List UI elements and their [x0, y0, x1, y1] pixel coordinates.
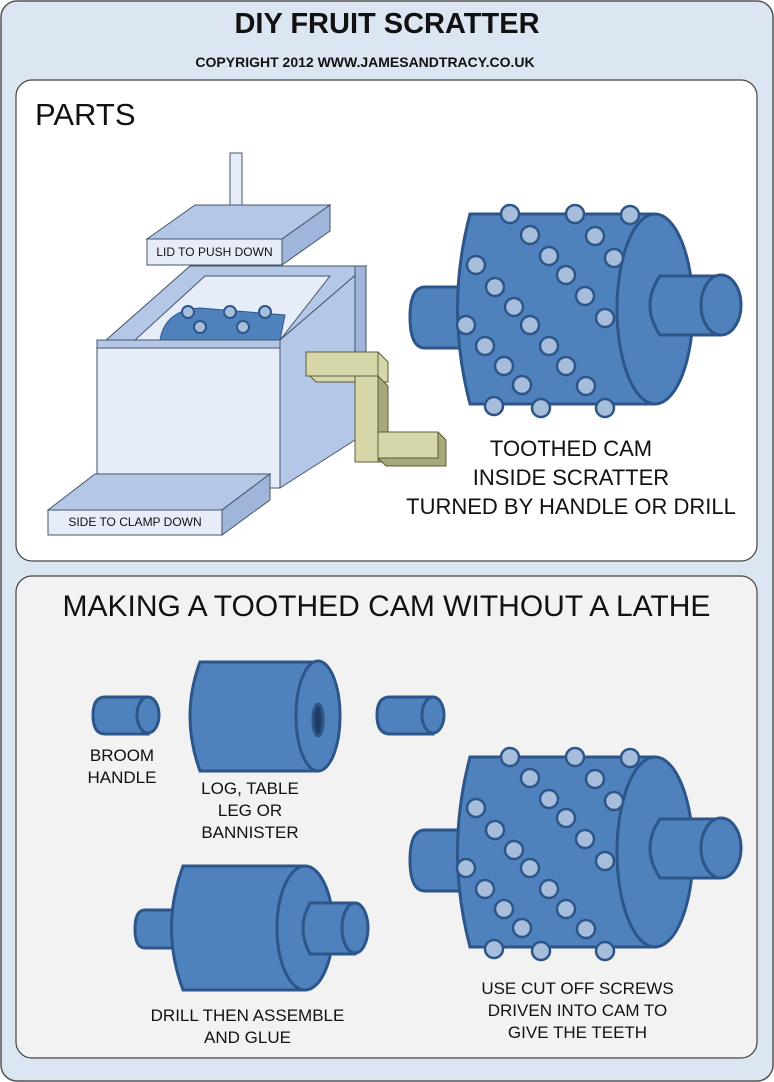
cam-caption-line: INSIDE SCRATTER [472, 465, 670, 490]
crank-handle-illustration [305, 351, 447, 467]
broom-label: BROOM HANDLE [72, 745, 172, 789]
screws-label: USE CUT OFF SCREWS DRIVEN INTO CAM TO GI… [460, 978, 695, 1044]
cam-caption-line: TURNED BY HANDLE OR DRILL [406, 494, 736, 519]
parts-heading: PARTS [35, 97, 136, 132]
cam-caption-line: TOOTHED CAM [489, 436, 653, 461]
assemble-label: DRILL THEN ASSEMBLE AND GLUE [130, 1005, 365, 1049]
log-label: LOG, TABLE LEG OR BANNISTER [190, 778, 310, 844]
label-line: HANDLE [87, 768, 157, 787]
copyright: COPYRIGHT 2012 WWW.JAMESANDTRACY.CO.UK [195, 54, 535, 70]
cam-caption: TOOTHED CAM INSIDE SCRATTER TURNED BY HA… [390, 434, 752, 521]
lid-label: LID TO PUSH DOWN [156, 245, 273, 259]
page-title: DIY FRUIT SCRATTER [234, 8, 540, 40]
label-line: GIVE THE TEETH [507, 1023, 648, 1042]
label-line: USE CUT OFF SCREWS [481, 979, 674, 998]
label-line: DRILL THEN ASSEMBLE [150, 1006, 345, 1025]
scratter-box-illustration [46, 152, 368, 536]
label-line: DRIVEN INTO CAM TO [487, 1001, 668, 1020]
making-heading: MAKING A TOOTHED CAM WITHOUT A LATHE [62, 590, 711, 623]
label-line: LEG OR [217, 801, 283, 820]
label-line: LOG, TABLE [201, 779, 299, 798]
label-line: AND GLUE [204, 1028, 291, 1047]
label-line: BROOM [89, 746, 155, 765]
side-label: SIDE TO CLAMP DOWN [68, 515, 202, 529]
label-line: BANNISTER [201, 823, 299, 842]
cam-parts-illustration [91, 659, 446, 992]
